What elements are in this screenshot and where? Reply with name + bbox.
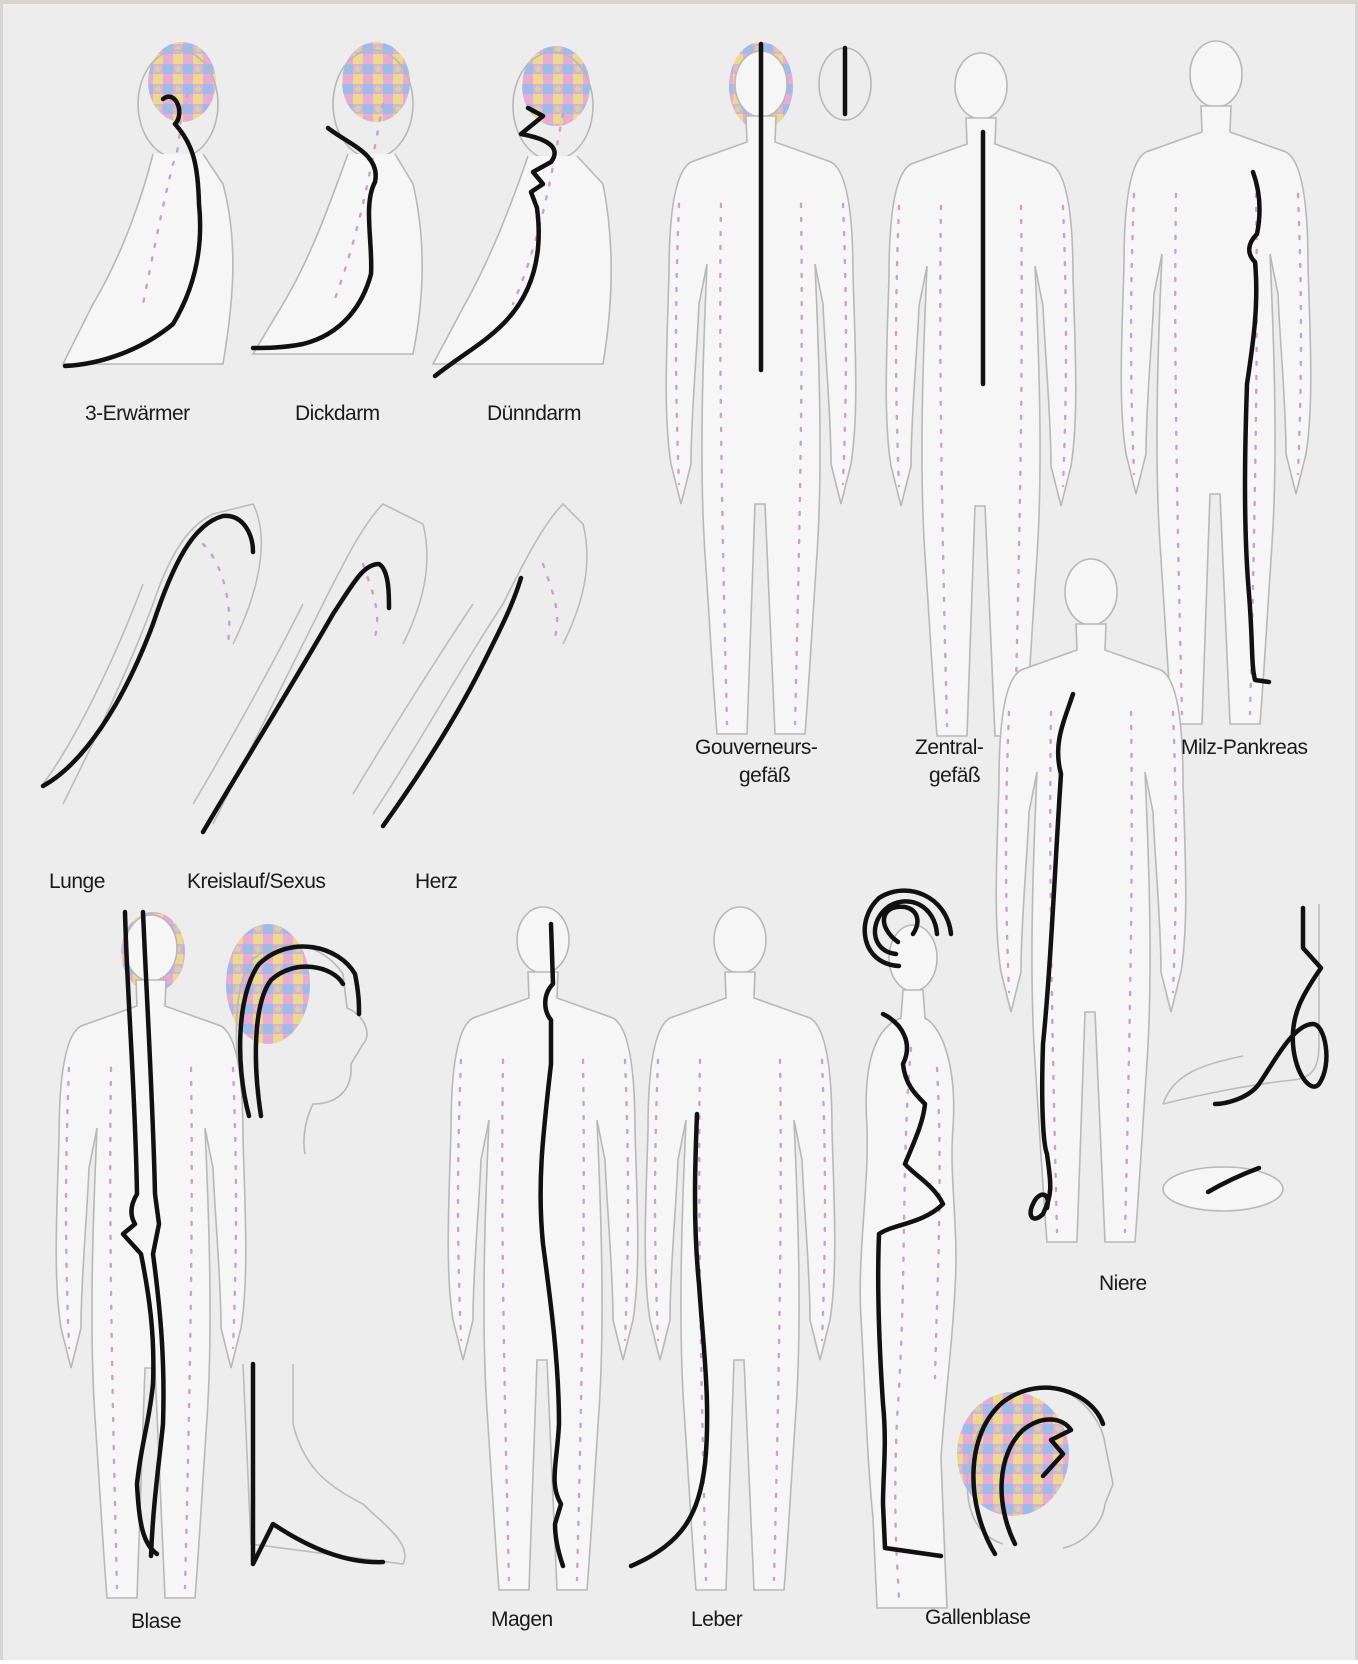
- arm-figure-herz: [353, 504, 587, 826]
- label-dickdarm: Dickdarm: [295, 402, 380, 425]
- figure-blase: [56, 912, 246, 1598]
- figure-milz-pankreas: [1121, 41, 1311, 724]
- label-duenndarm: Dünndarm: [487, 402, 581, 425]
- leg-figure-blase: [243, 1364, 405, 1564]
- figure-zentralgefaess: [886, 53, 1076, 736]
- figure-gouverneursgefaess: [666, 44, 871, 734]
- label-zentral-line1: Zentral-: [915, 736, 984, 759]
- label-zentral-line2: gefäß: [929, 764, 980, 787]
- label-herz: Herz: [415, 870, 457, 893]
- label-san-jiao: 3-Erwärmer: [85, 402, 190, 425]
- label-gouverneur-line1: Gouverneurs-: [695, 736, 818, 759]
- figure-gallenblase: [860, 891, 956, 1608]
- foot-figure-niere: [1163, 904, 1326, 1211]
- label-niere: Niere: [1099, 1272, 1147, 1295]
- head-figure-san-jiao: [63, 50, 233, 366]
- figure-magen: [448, 907, 638, 1590]
- label-gallenblase: Gallenblase: [925, 1606, 1030, 1629]
- head-figure-duenndarm: [433, 52, 611, 376]
- meridian-diagram: 3-Erwärmer Dickdarm Dünndarm Gouverneurs…: [3, 4, 1358, 1664]
- figure-leber: [631, 907, 835, 1590]
- head-figure-blase: [236, 945, 367, 1154]
- head-figure-dickdarm: [253, 50, 422, 354]
- label-kreislauf-sexus: Kreislauf/Sexus: [187, 870, 325, 893]
- label-leber: Leber: [691, 1608, 743, 1631]
- arm-figure-lunge: [43, 504, 261, 804]
- label-gouverneur-line2: gefäß: [739, 764, 790, 787]
- arm-figure-kreislauf: [193, 504, 427, 832]
- label-blase: Blase: [131, 1610, 181, 1633]
- label-lunge: Lunge: [49, 870, 105, 893]
- label-magen: Magen: [491, 1608, 553, 1631]
- label-milz-pankreas: Milz-Pankreas: [1181, 736, 1308, 759]
